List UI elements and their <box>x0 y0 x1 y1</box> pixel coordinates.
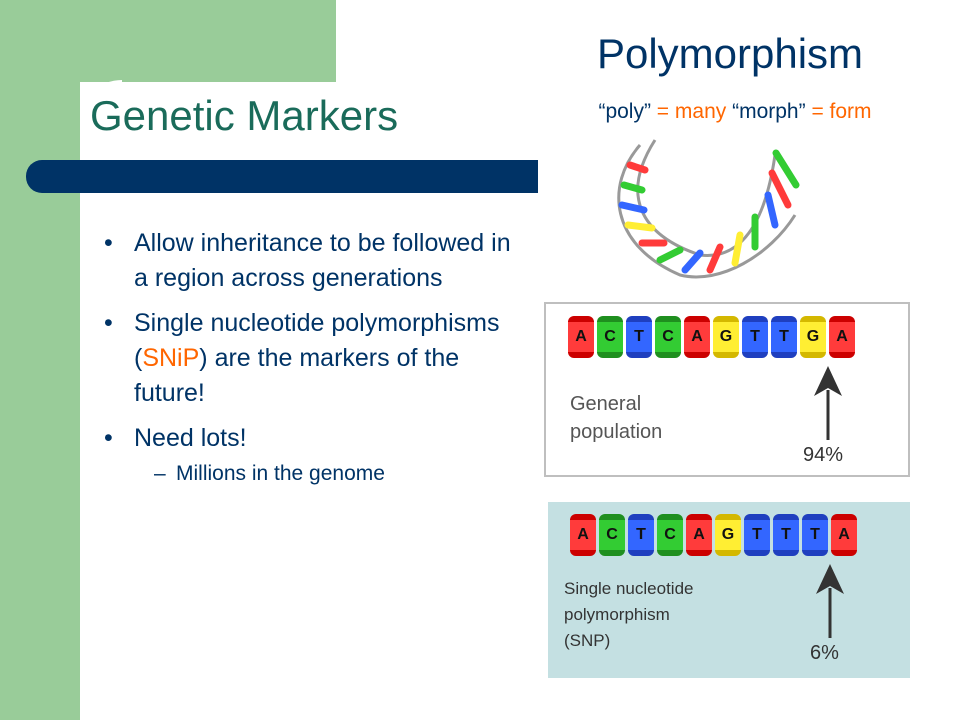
title-underline-bar <box>26 160 538 193</box>
poly-word: “poly” <box>598 100 651 123</box>
nucleotide-c: C <box>599 514 625 556</box>
label-line-3: (SNP) <box>564 631 611 650</box>
polymorphism-heading: Polymorphism <box>596 30 864 77</box>
nucleotide-t: T <box>626 316 652 358</box>
nucleotide-a: A <box>570 514 596 556</box>
bullet-need-lots: Need lots! <box>104 421 524 456</box>
top-green-block <box>80 0 336 82</box>
label-line-2: population <box>570 421 663 443</box>
nucleotide-a: A <box>568 316 594 358</box>
snp-percent: 6% <box>810 642 839 664</box>
dna-helix-illustration <box>617 139 800 279</box>
nucleotide-t: T <box>773 514 799 556</box>
nucleotide-t: T <box>744 514 770 556</box>
nucleotide-g: G <box>713 316 739 358</box>
snp-label: Single nucleotide polymorphism (SNP) <box>564 576 693 654</box>
bullet-list: Allow inheritance to be followed in a re… <box>104 226 524 498</box>
nucleotide-c: C <box>657 514 683 556</box>
polymorphism-definition: “poly” = many “morph” = form <box>540 100 930 124</box>
slide-title: Genetic Markers <box>90 92 399 139</box>
morph-meaning: = form <box>805 100 872 123</box>
arrow-up-icon <box>814 366 842 440</box>
nucleotide-a: A <box>684 316 710 358</box>
poly-meaning: = many <box>650 100 733 123</box>
morph-word: “morph” <box>732 100 806 123</box>
bullet-snip: Single nucleotide polymorphisms (SNiP) a… <box>104 306 524 411</box>
nucleotide-t: T <box>742 316 768 358</box>
nucleotide-a: A <box>831 514 857 556</box>
bullet-snip-pre: Single nucleotide polymorphisms ( <box>134 309 500 372</box>
general-population-label: General population <box>570 390 662 446</box>
nucleotide-g: G <box>800 316 826 358</box>
snip-highlight: SNiP <box>142 344 200 372</box>
nucleotide-c: C <box>655 316 681 358</box>
label-line-2: polymorphism <box>564 605 670 624</box>
nucleotide-c: C <box>597 316 623 358</box>
nucleotide-t: T <box>802 514 828 556</box>
arrow-up-icon <box>816 564 844 638</box>
general-percent: 94% <box>803 444 844 466</box>
bullet-inheritance: Allow inheritance to be followed in a re… <box>104 226 524 296</box>
nucleotide-a: A <box>686 514 712 556</box>
bullet-snip-post: ) are the markers of the future! <box>134 344 460 407</box>
nucleotide-g: G <box>715 514 741 556</box>
bar-notch <box>64 193 80 203</box>
label-line-1: General <box>570 393 642 415</box>
sub-bullet-millions: Millions in the genome <box>104 460 524 488</box>
label-line-1: Single nucleotide <box>564 579 694 598</box>
nucleotide-a: A <box>829 316 855 358</box>
left-green-strip <box>0 0 80 720</box>
nucleotide-t: T <box>628 514 654 556</box>
nucleotide-t: T <box>771 316 797 358</box>
